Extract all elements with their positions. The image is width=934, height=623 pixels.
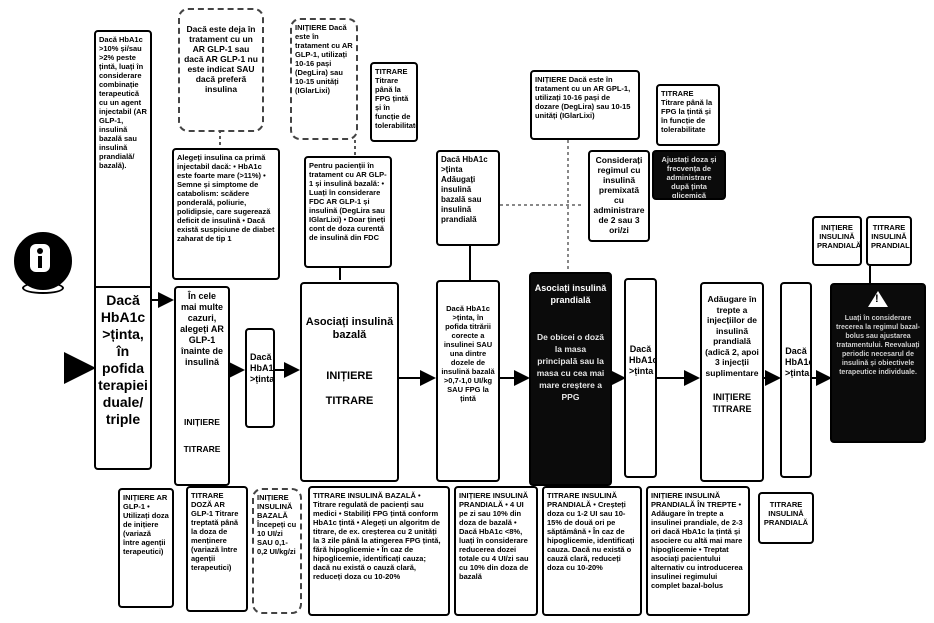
- warning-icon: !: [868, 291, 888, 307]
- final-warning-box: ! Luați în considerare trecerea la regim…: [830, 283, 926, 443]
- init-prandial-note: INIȚIERE INSULINĂ PRANDIALĂ • 4 UI pe zi…: [454, 486, 538, 616]
- glp1-choice-box: În cele mai multe cazuri, alegeți AR GLP…: [174, 286, 230, 486]
- hba1c-add-insulin-box: Dacă HbA1c >ținta Adăugați insulină baza…: [436, 150, 500, 246]
- dose-adjust-dark-box: Ajustați doza și frecvența de administra…: [652, 150, 726, 200]
- basal-insulin-box: Asociați insulină bazală INIȚIERE TITRAR…: [300, 282, 399, 482]
- titr-prandial-header: TITRARE INSULINĂ PRANDIALĂ: [866, 216, 912, 266]
- patient-start-icon: [14, 232, 72, 290]
- titr-premix-note: TITRARE Titrare până la FPG la țintă și …: [656, 84, 720, 146]
- hba1c-glp1-question: Dacă HbA1c >ținta: [245, 328, 275, 428]
- patient-icon-base: [22, 282, 64, 294]
- titr-glp1-note: TITRARE DOZĂ AR GLP-1 Titrare treptată p…: [186, 486, 248, 612]
- start-criteria-text: Dacă HbA1c >10% și/sau >2% peste țintă, …: [99, 35, 147, 170]
- init-basal-note: INIȚIERE INSULINĂ BAZALĂ Începeți cu 10 …: [252, 488, 302, 614]
- basal-choice-criteria: Alegeți insulina ca primă injectabil dac…: [172, 148, 280, 280]
- stepwise-prandial-box: Adăugare în trepte a injecțiilor de insu…: [700, 282, 764, 482]
- hba1c-prandial-question: Dacă HbA1c >ținta: [624, 278, 657, 478]
- hba1c-basal-question: Dacă HbA1c >ținta, în pofida titrării co…: [436, 280, 500, 482]
- fdc-note: Pentru pacienții în tratament cu AR GLP-…: [304, 156, 392, 268]
- init-glp1-note: INIȚIERE AR GLP-1 • Utilizați doza de in…: [118, 488, 174, 608]
- start-question-text: Dacă HbA1c >ținta, în pofida terapiei du…: [98, 292, 148, 427]
- titr-prandial-note: TITRARE INSULINĂ PRANDIALĂ • Creșteți do…: [542, 486, 642, 616]
- hba1c-final-question: Dacă HbA1c >ținta: [780, 282, 812, 478]
- init-fdc-note: INIȚIERE Dacă este în tratament cu AR GL…: [290, 18, 358, 140]
- init-stepwise-note: INIȚIERE INSULINĂ PRANDIALĂ ÎN TREPTE • …: [646, 486, 750, 616]
- premix-consider-box: Considerați regimul cu insulină premixat…: [588, 150, 650, 242]
- titr-basal-note: TITRARE INSULINĂ BAZALĂ • Titrare regula…: [308, 486, 450, 616]
- preference-note: Dacă este deja în tratament cu un AR GLP…: [178, 8, 264, 132]
- prandial-insulin-box: Asociați insulină prandială De obicei o …: [529, 272, 612, 486]
- init-premix-note: INIȚIERE Dacă este în tratament cu un AR…: [530, 70, 640, 140]
- titr-stepwise-note: TITRARE INSULINĂ PRANDIALĂ: [758, 492, 814, 544]
- hba1c-start-box: Dacă HbA1c >10% și/sau >2% peste țintă, …: [94, 30, 152, 470]
- init-prandial-header: INIȚIERE INSULINĂ PRANDIALĂ: [812, 216, 862, 266]
- titr-fdc-note: TITRARE Titrare până la FPG țintă și în …: [370, 62, 418, 142]
